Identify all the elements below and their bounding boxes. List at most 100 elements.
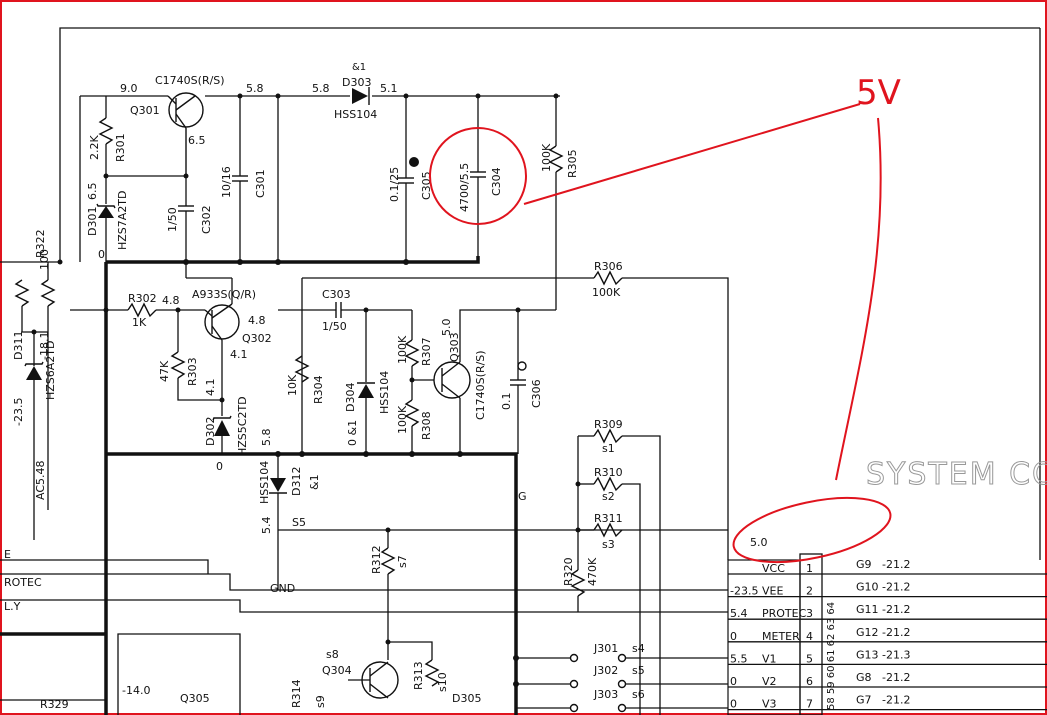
volt-5-4: 5.4	[260, 517, 273, 535]
connector-row-grid: G9	[856, 558, 872, 571]
resistor-r322	[40, 279, 56, 307]
d311-part: HZS6A2TD	[44, 340, 57, 400]
connector-row-value: 5.4	[730, 607, 748, 620]
jumper-j302-b	[617, 679, 627, 689]
junction-dot	[409, 451, 415, 457]
c306-ref: C306	[530, 379, 543, 408]
junction-dot	[403, 93, 409, 99]
left-e-label: E	[4, 548, 11, 561]
j303-ref: J303	[593, 688, 618, 701]
annotation-line	[523, 103, 861, 205]
junction-dot	[385, 527, 391, 533]
transistor-q302	[204, 303, 240, 341]
wire-r309-right	[622, 435, 661, 715]
volt-5-0: 5.0	[440, 319, 453, 337]
wire-r310-right	[622, 483, 641, 715]
resistor-r313	[424, 659, 440, 687]
resistor-r303	[170, 351, 186, 379]
zener-d301	[96, 203, 116, 218]
r322-val: 100	[38, 249, 51, 270]
connector-row-name: V2	[762, 675, 777, 688]
j302-s: s5	[632, 664, 645, 677]
annotation-curve	[835, 117, 882, 481]
d301-ref: D301	[86, 207, 99, 236]
r312-s: s7	[396, 555, 409, 568]
connector-row-pin: 5	[806, 652, 813, 665]
c302-ref: C302	[200, 205, 213, 234]
gnd-label: GND	[270, 582, 295, 595]
r305-val: 100K	[540, 143, 553, 172]
connector-row-pin: 4	[806, 630, 813, 643]
c301-ref: C301	[254, 169, 267, 198]
c304-ref: C304	[490, 167, 503, 196]
q302-ref: Q302	[242, 332, 272, 345]
zener-d311	[24, 361, 44, 380]
connector-row-grid: G13	[856, 648, 879, 661]
j301-ref: J301	[593, 642, 618, 655]
connector-row-grid-value: -21.2	[882, 694, 910, 707]
junction-dot	[237, 259, 243, 265]
junction-dot	[237, 93, 243, 99]
connector-pin-header	[799, 553, 823, 715]
r307-ref: R307	[420, 337, 433, 366]
connector-row-name: VCC	[762, 562, 785, 575]
junction-dot	[403, 259, 409, 265]
r307-val: 100K	[396, 335, 409, 364]
r308-ref: R308	[420, 411, 433, 440]
d312-amp: &1	[308, 474, 321, 490]
resistor-r309	[593, 428, 623, 444]
r320-ref: R320	[562, 557, 575, 586]
junction-dot	[103, 307, 109, 313]
r313-s: s10	[436, 672, 449, 692]
border-line-top	[59, 27, 1040, 262]
volt-5-1: 5.1	[380, 82, 398, 95]
jumper-j301-a	[569, 653, 579, 663]
ac-label: AC5.48	[34, 460, 47, 500]
junction-dot	[275, 451, 281, 457]
c303-ref: C303	[322, 288, 351, 301]
left-protec-label: ROTEC	[4, 576, 42, 589]
marker-dot	[409, 157, 419, 167]
r309-ref: R309	[594, 418, 623, 431]
r305-ref: R305	[566, 149, 579, 178]
connector-row-name: V1	[762, 652, 777, 665]
resistor-r305	[548, 145, 564, 173]
annotation-circle-vcc	[732, 496, 892, 564]
connector-row-pin: 6	[806, 675, 813, 688]
junction-dot	[475, 93, 481, 99]
volt-4-1b: 4.1	[204, 379, 217, 397]
r304-val: 10K	[286, 374, 299, 396]
connector-row-grid-value: -21.2	[882, 558, 910, 571]
resistor-r302	[127, 302, 157, 318]
d303-ref: D303	[342, 76, 371, 89]
connector-row-value: 0	[730, 630, 737, 643]
volt-minus-14: -14.0	[122, 684, 150, 697]
resistor-r320	[570, 569, 586, 597]
d302-part: HZS5C2TD	[236, 396, 249, 456]
jumper-j303-b	[617, 703, 627, 713]
r306-ref: R306	[594, 260, 623, 273]
connector-row-grid: G10	[856, 581, 879, 594]
r322-ref: R322	[34, 229, 47, 258]
d312-ref: D312	[290, 467, 303, 496]
transistor-q303	[433, 361, 471, 399]
d311-ref: D311	[12, 331, 25, 360]
resistor-r312	[380, 547, 396, 575]
junction-dot	[275, 259, 281, 265]
c303-val: 1/50	[322, 320, 347, 333]
annotation-5v: 5V	[856, 73, 901, 113]
r310-s: s2	[602, 490, 615, 503]
jumper-j302-a	[569, 679, 579, 689]
wire-r306-right	[622, 277, 729, 560]
connector-row-grid-value: -21.2	[882, 671, 910, 684]
resistor-r301	[98, 117, 114, 145]
connector-row-pin: 7	[806, 698, 813, 711]
d304-volt: 0 &1	[346, 420, 359, 446]
q305-ref: Q305	[180, 692, 210, 705]
connector-row-name: METER	[762, 630, 800, 643]
junction-dot	[299, 451, 305, 457]
q303-ref: Q303	[448, 332, 461, 362]
connector-row-grid: G11	[856, 603, 879, 616]
resistor-r311	[593, 522, 623, 538]
